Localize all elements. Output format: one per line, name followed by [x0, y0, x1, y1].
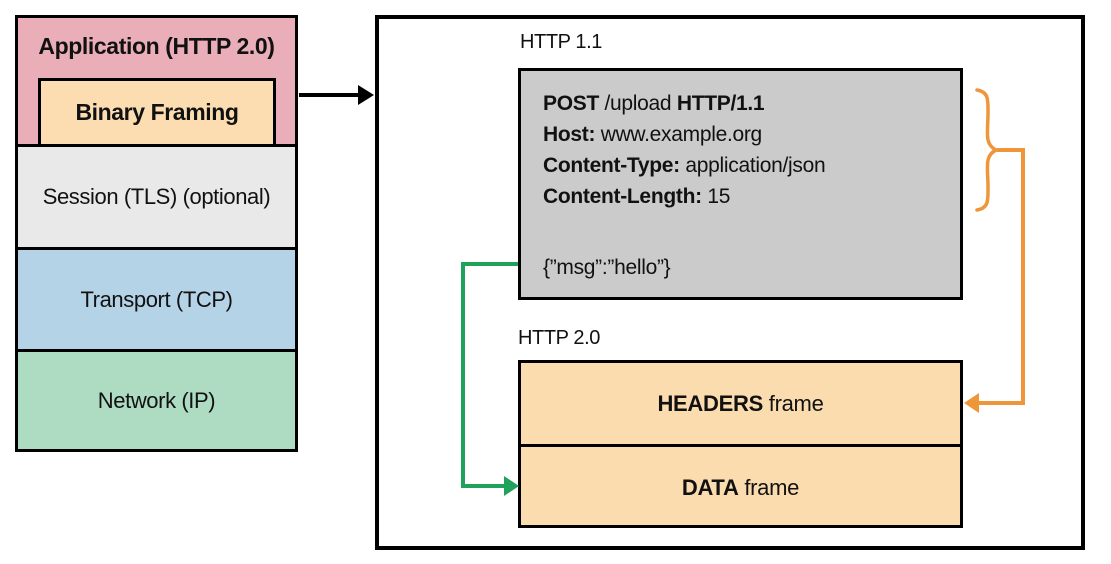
http11-request-box: POST /upload HTTP/1.1 Host: www.example.… — [518, 68, 963, 300]
request-path: /upload — [598, 92, 677, 115]
request-body-json: {”msg”:”hello”} — [543, 256, 671, 279]
data-frame-suffix: frame — [738, 474, 800, 500]
request-protocol: HTTP/1.1 — [676, 92, 765, 115]
request-line-content-length: Content-Length: 15 — [543, 181, 950, 212]
binary-framing-label: Binary Framing — [75, 99, 239, 125]
http20-section-label: HTTP 2.0 — [518, 327, 601, 349]
data-frame-row: DATA frame — [521, 444, 960, 528]
request-line-host: Host: www.example.org — [543, 119, 950, 150]
binary-framing-box: Binary Framing — [38, 78, 276, 147]
http11-section-label: HTTP 1.1 — [520, 31, 603, 53]
network-layer-label: Network (IP) — [97, 387, 216, 413]
session-layer-box: Session (TLS) (optional) — [15, 144, 298, 250]
headers-frame-name: HEADERS — [657, 390, 763, 416]
http20-frames-box: HEADERS frame DATA frame — [518, 360, 963, 528]
data-frame-name: DATA — [681, 474, 739, 500]
binary-framing-to-panel-arrow-icon — [299, 85, 374, 105]
headers-frame-row: HEADERS frame — [521, 363, 960, 444]
host-header-value: www.example.org — [595, 123, 763, 146]
request-line-content-type: Content-Type: application/json — [543, 150, 950, 181]
headers-frame-suffix: frame — [762, 390, 824, 416]
content-type-header-name: Content-Type: — [543, 154, 680, 177]
content-type-header-value: application/json — [679, 154, 826, 177]
transport-layer-label: Transport (TCP) — [80, 286, 233, 312]
transport-layer-box: Transport (TCP) — [15, 247, 298, 352]
content-length-header-value: 15 — [701, 185, 731, 208]
content-length-header-name: Content-Length: — [543, 185, 702, 208]
request-line-post: POST /upload HTTP/1.1 — [543, 88, 950, 119]
session-layer-label: Session (TLS) (optional) — [42, 184, 271, 209]
application-layer-label: Application (HTTP 2.0) — [38, 33, 275, 59]
network-layer-box: Network (IP) — [15, 349, 298, 452]
request-method: POST — [543, 92, 599, 115]
host-header-name: Host: — [543, 123, 596, 146]
